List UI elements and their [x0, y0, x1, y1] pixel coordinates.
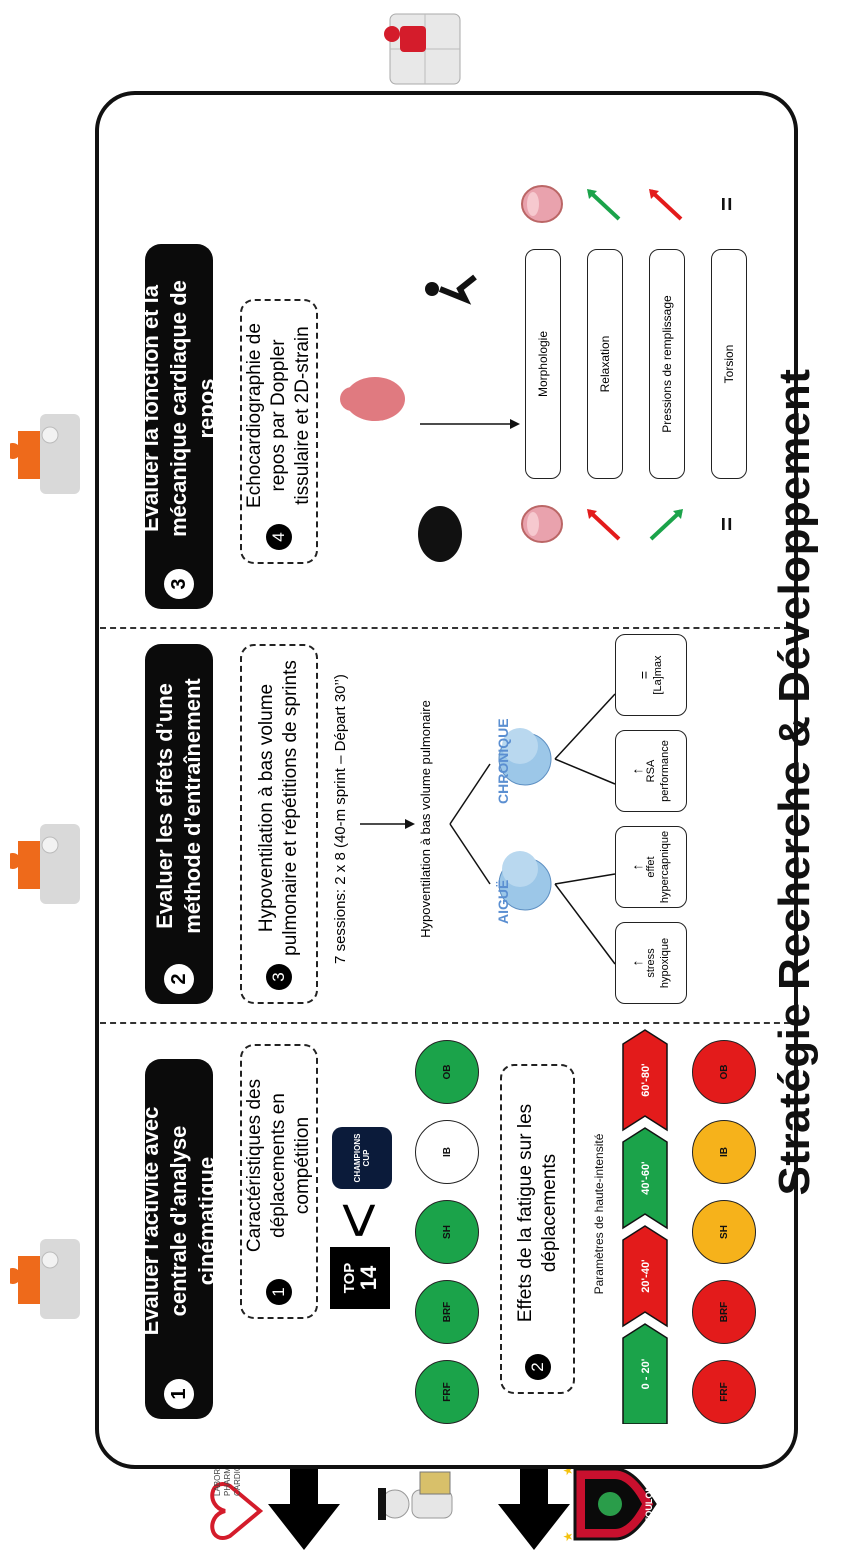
sprinter-icon [420, 259, 480, 319]
lung-icon [498, 851, 552, 911]
svg-text:★: ★ [561, 1531, 575, 1542]
position-circle: SH [415, 1200, 479, 1264]
puzzle-piece-icon [4, 1234, 98, 1324]
final-puzzle-icon [370, 4, 470, 94]
less-than-icon: < [322, 1201, 394, 1239]
outcome-indicator: = [636, 670, 652, 680]
cardiac-param-box: Pressions de remplissage [649, 249, 685, 479]
svg-text:★: ★ [561, 1465, 575, 1476]
sessions-label: 7 sessions: 2 x 8 (40-m sprint – Départ … [332, 674, 349, 964]
arrow-up-right-icon [581, 179, 627, 229]
outcome-text: effet hypercapnique [645, 830, 671, 904]
outcome-box: =[La]max [615, 634, 687, 716]
position-circle: BRF [692, 1280, 756, 1344]
cardiac-right-column: = [521, 169, 775, 239]
positions-top-row: FRF BRF SH IB OB [415, 1034, 485, 1424]
position-circle: FRF [692, 1360, 756, 1424]
outcome-text: stress hypoxique [645, 937, 671, 989]
time-period-chevron: 0 - 20' [622, 1323, 668, 1424]
fetus-icon [330, 364, 420, 434]
chronique-label: CHRONIQUE [495, 718, 511, 804]
time-period-chevron: 60'-80' [622, 1029, 668, 1132]
arrow-to-club [498, 1456, 570, 1550]
positions-bottom-row: FRF BRF SH IB OB [692, 1024, 762, 1424]
aigue-label: AIGUË [495, 879, 511, 924]
position-circle: IB [692, 1120, 756, 1184]
outcome-indicator: ↑ [629, 863, 645, 871]
student-figure-icon [370, 1464, 470, 1544]
hypoventilation-label: Hypoventilation à bas volume pulmonaire [418, 700, 433, 938]
separator-2 [100, 627, 790, 629]
position-circle: SH [692, 1200, 756, 1264]
equals-icon: = [714, 197, 741, 212]
outcome-indicator: ↑ [629, 767, 645, 775]
time-period-label: 60'-80' [640, 1063, 652, 1097]
arrow-up-right-icon [643, 179, 689, 229]
club-logo: TOULON ★ ★ [560, 1454, 660, 1554]
outcome-box: ↑stress hypoxique [615, 922, 687, 1004]
lung-icon [498, 728, 552, 786]
heart-icon [519, 499, 565, 549]
arrow-up-right-icon [581, 499, 627, 549]
cardiac-param-box: Torsion [711, 249, 747, 479]
equals-icon: = [714, 517, 741, 532]
section2-flow [360, 693, 616, 965]
rugby-scrum-icon [400, 504, 470, 564]
puzzle-piece-icon [4, 819, 98, 909]
high-intensity-label: Paramètres de haute-intensité [592, 1133, 606, 1295]
outcomes-row: ↑stress hypoxique↑effet hypercapnique↑RS… [615, 634, 695, 1004]
cardiac-param-box: Relaxation [587, 249, 623, 479]
section3-flow [420, 419, 520, 429]
separator-1 [100, 1022, 790, 1024]
position-circle: OB [692, 1040, 756, 1104]
time-period-chevron: 20'-40' [622, 1225, 668, 1328]
cardiac-param-box: Morphologie [525, 249, 561, 479]
position-circle: IB [415, 1120, 479, 1184]
position-circle: FRF [415, 1360, 479, 1424]
top14-logo: TOP 14 [330, 1247, 390, 1309]
position-circle: BRF [415, 1280, 479, 1344]
outcome-box: ↑effet hypercapnique [615, 826, 687, 908]
time-period-label: 20'-40' [640, 1259, 652, 1293]
page-title: Stratégie Recherche & Développement [770, 368, 819, 1196]
outcome-text: [La]max [652, 655, 664, 695]
time-period-chevron: 40'-60' [622, 1127, 668, 1230]
outcome-box: ↑RSA performance [615, 730, 687, 812]
time-periods: 0 - 20' 20'-40' 40'-60' 60'-80' [622, 1029, 668, 1424]
cardiac-params: Morphologie Relaxation Pressions de rempli… [525, 239, 775, 479]
svg-text:TOULON: TOULON [644, 1485, 654, 1523]
arrow-to-lab [268, 1456, 340, 1550]
outcome-indicator: ↑ [629, 959, 645, 967]
puzzle-piece-icon [4, 409, 98, 499]
time-period-label: 0 - 20' [640, 1358, 652, 1389]
outcome-text: RSA performance [645, 740, 671, 802]
time-period-label: 40'-60' [640, 1161, 652, 1195]
arrow-down-right-icon [643, 499, 689, 549]
champions-cup-logo: CHAMPIONS CUP [332, 1127, 392, 1189]
position-circle: OB [415, 1040, 479, 1104]
cardiac-left-column: = [521, 489, 775, 559]
heart-icon [519, 179, 565, 229]
